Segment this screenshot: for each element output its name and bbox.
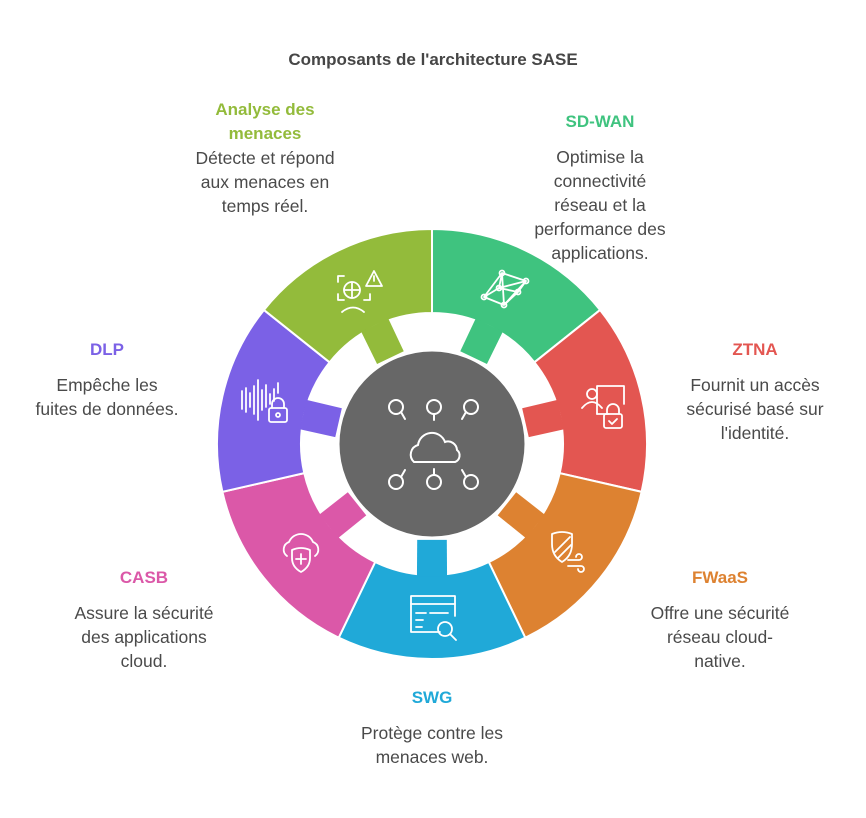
- label-title: CASB: [119, 568, 169, 587]
- label-threat-analysis: Analyse des menaces Détecte et répond au…: [160, 98, 370, 218]
- label-description: Protège contre les menaces web.: [360, 723, 504, 767]
- connector-fwaas: [497, 492, 545, 539]
- connector-dlp: [299, 399, 342, 438]
- segment-threat: [262, 227, 433, 364]
- label-title: SWG: [411, 688, 453, 707]
- label-description: Optimise la connectivité réseau et la pe…: [534, 147, 666, 263]
- label-swg: SWG Protège contre les menaces web.: [332, 686, 532, 769]
- label-sd-wan: SD-WAN Optimise la connectivité réseau e…: [500, 110, 700, 265]
- label-title: FWaaS: [691, 568, 749, 587]
- connector-casb: [319, 492, 367, 539]
- shield-wind-icon: [551, 531, 585, 573]
- connector-ztna: [522, 399, 565, 438]
- label-title: SD-WAN: [565, 112, 635, 131]
- label-ztna: ZTNA Fournit un accès sécurisé basé sur …: [655, 338, 855, 445]
- connector-sdwan: [460, 318, 503, 365]
- network-mesh-icon: [480, 269, 530, 309]
- label-description: Assure la sécurité des applications clou…: [74, 603, 214, 671]
- label-description: Fournit un accès sécurisé basé sur l'ide…: [686, 375, 824, 443]
- diagram-title: Composants de l'architecture SASE: [288, 50, 578, 69]
- label-casb: CASB Assure la sécurité des applications…: [44, 566, 244, 673]
- label-dlp: DLP Empêche les fuites de données.: [12, 338, 202, 421]
- cloud-shield-icon: [282, 533, 320, 573]
- connector-swg: [416, 539, 448, 577]
- cloud-network-icon: [388, 399, 479, 490]
- center-hub: [336, 348, 528, 540]
- waveform-lock-icon: [241, 379, 288, 423]
- label-title: DLP: [90, 340, 124, 359]
- label-fwaas: FWaaS Offre une sécurité réseau cloud- n…: [620, 566, 820, 673]
- label-title: ZTNA: [732, 340, 778, 359]
- threat-scan-icon: [337, 270, 383, 313]
- label-description: Détecte et répond aux menaces en temps r…: [195, 148, 335, 216]
- label-description: Offre une sécurité réseau cloud- native.: [650, 603, 790, 671]
- connector-threat: [361, 318, 404, 365]
- identity-lock-detail-icon: [581, 388, 623, 429]
- label-title: Analyse des menaces: [215, 100, 315, 143]
- label-description: Empêche les fuites de données.: [35, 375, 179, 419]
- browser-search-icon: [410, 595, 457, 641]
